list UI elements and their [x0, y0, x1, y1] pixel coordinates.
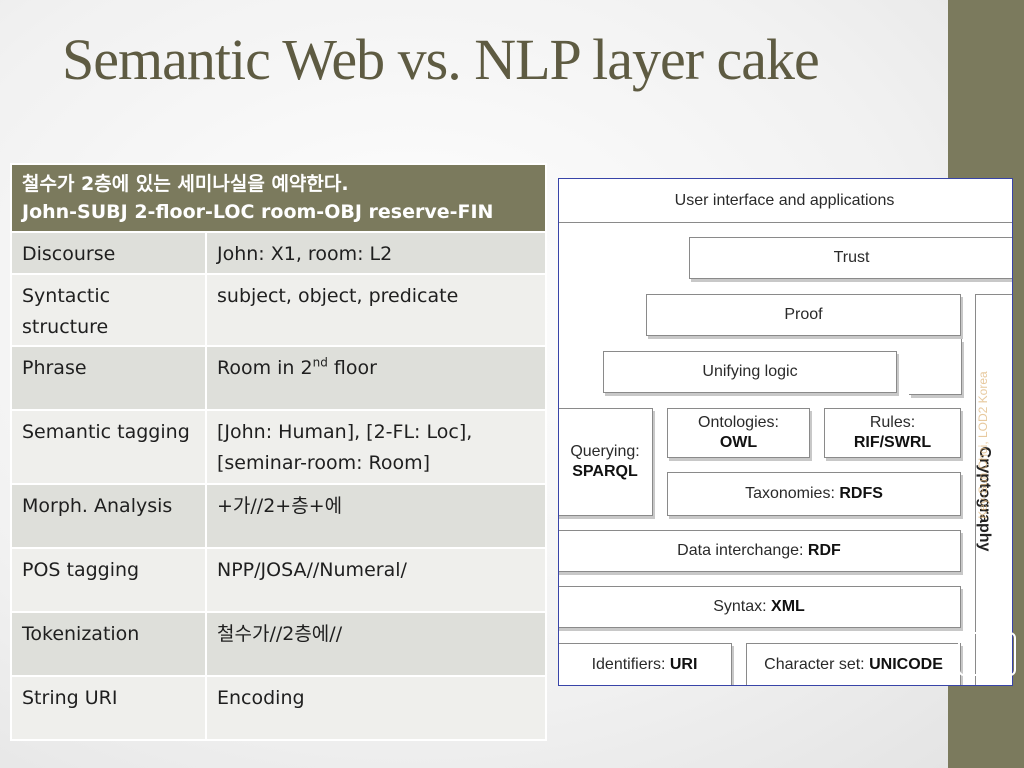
layer-taxonomies: Taxonomies: RDFS	[667, 472, 961, 516]
layer-querying: Querying: SPARQL	[559, 408, 653, 516]
layer-label: Proof	[784, 306, 823, 323]
layer-proof: Proof	[646, 294, 961, 336]
layer-label: Character set:	[764, 656, 870, 673]
layer-label: Trust	[833, 249, 870, 266]
example-text: Room in 2	[217, 357, 313, 379]
layer-trust: Trust	[689, 237, 1012, 279]
table-row: POS tagging NPP/JOSA//Numeral/	[10, 547, 547, 613]
layer-label: Syntax:	[713, 598, 772, 615]
table-row: Discourse John: X1, room: L2	[10, 231, 547, 275]
layer-syntax: Syntax: XML	[559, 586, 961, 628]
layer-label: Identifiers:	[591, 656, 670, 673]
layer-label: Rules:	[869, 414, 916, 431]
table-row: Phrase Room in 2nd floor	[10, 345, 547, 411]
example-cell: Room in 2nd floor	[205, 345, 547, 411]
layer-cell: Discourse	[10, 231, 207, 275]
example-cell: [John: Human], [2-FL: Loc], [seminar-roo…	[205, 409, 547, 485]
layer-value: XML	[771, 598, 805, 615]
layer-character-set: Character set: UNICODE	[746, 643, 961, 685]
table-row: Morph. Analysis +가//2+층+에	[10, 483, 547, 549]
author-watermark: Key-Sun Choi, LOD2 Korea	[976, 371, 990, 519]
layer-cell: Morph. Analysis	[10, 483, 207, 549]
nlp-layer-table: 철수가 2층에 있는 세미나실을 예약한다. John-SUBJ 2-floor…	[10, 163, 547, 741]
gloss-sentence: John-SUBJ 2-floor-LOC room-OBJ reserve-F…	[22, 201, 494, 223]
layer-value: OWL	[719, 434, 758, 451]
proof-step-connector	[909, 339, 962, 395]
layer-cell: Syntactic structure	[10, 273, 207, 347]
layer-label: Ontologies:	[698, 414, 779, 431]
layer-label: Querying:	[570, 443, 640, 460]
layer-label: User interface and applications	[674, 191, 895, 209]
table-header-row: 철수가 2층에 있는 세미나실을 예약한다. John-SUBJ 2-floor…	[10, 163, 547, 233]
layer-value: RIF/SWRL	[853, 434, 932, 451]
layer-value: RDF	[807, 542, 841, 559]
example-text: floor	[327, 357, 377, 379]
example-cell: John: X1, room: L2	[205, 231, 547, 275]
layer-value: SPARQL	[572, 463, 638, 480]
layer-data-interchange: Data interchange: RDF	[559, 530, 961, 572]
layer-cell: POS tagging	[10, 547, 207, 613]
table-row: Syntactic structure subject, object, pre…	[10, 273, 547, 347]
layer-user-interface: User interface and applications	[559, 179, 1012, 223]
layer-value: UNICODE	[869, 656, 943, 673]
layer-value: RDFS	[839, 485, 883, 502]
korean-sentence: 철수가 2층에 있는 세미나실을 예약한다.	[22, 173, 349, 195]
layer-rules: Rules: RIF/SWRL	[824, 408, 961, 458]
table-header-cell: 철수가 2층에 있는 세미나실을 예약한다. John-SUBJ 2-floor…	[10, 163, 547, 233]
example-cell: +가//2+층+에	[205, 483, 547, 549]
layer-identifiers: Identifiers: URI	[559, 643, 732, 685]
layer-cryptography	[975, 294, 1012, 685]
layer-cell: Semantic tagging	[10, 409, 207, 485]
layer-cell: Tokenization	[10, 611, 207, 677]
layer-cell: String URI	[10, 675, 207, 741]
table-row: String URI Encoding	[10, 675, 547, 741]
layer-label: Unifying logic	[702, 363, 798, 380]
layer-unifying-logic: Unifying logic	[603, 351, 897, 393]
slide-nav-marker	[958, 632, 1016, 676]
table-row: Tokenization 철수가//2층에//	[10, 611, 547, 677]
layer-label: Data interchange:	[677, 542, 808, 559]
example-cell: subject, object, predicate	[205, 273, 547, 347]
slide-title: Semantic Web vs. NLP layer cake	[62, 27, 820, 92]
layer-label: Taxonomies:	[745, 485, 840, 502]
example-cell: NPP/JOSA//Numeral/	[205, 547, 547, 613]
table-row: Semantic tagging [John: Human], [2-FL: L…	[10, 409, 547, 485]
layer-value: URI	[669, 656, 698, 673]
example-cell: 철수가//2층에//	[205, 611, 547, 677]
semantic-web-layer-cake: User interface and applications Trust Pr…	[558, 178, 1013, 686]
layer-ontologies: Ontologies: OWL	[667, 408, 810, 458]
example-cell: Encoding	[205, 675, 547, 741]
layer-cell: Phrase	[10, 345, 207, 411]
ordinal-suffix: nd	[312, 355, 328, 370]
